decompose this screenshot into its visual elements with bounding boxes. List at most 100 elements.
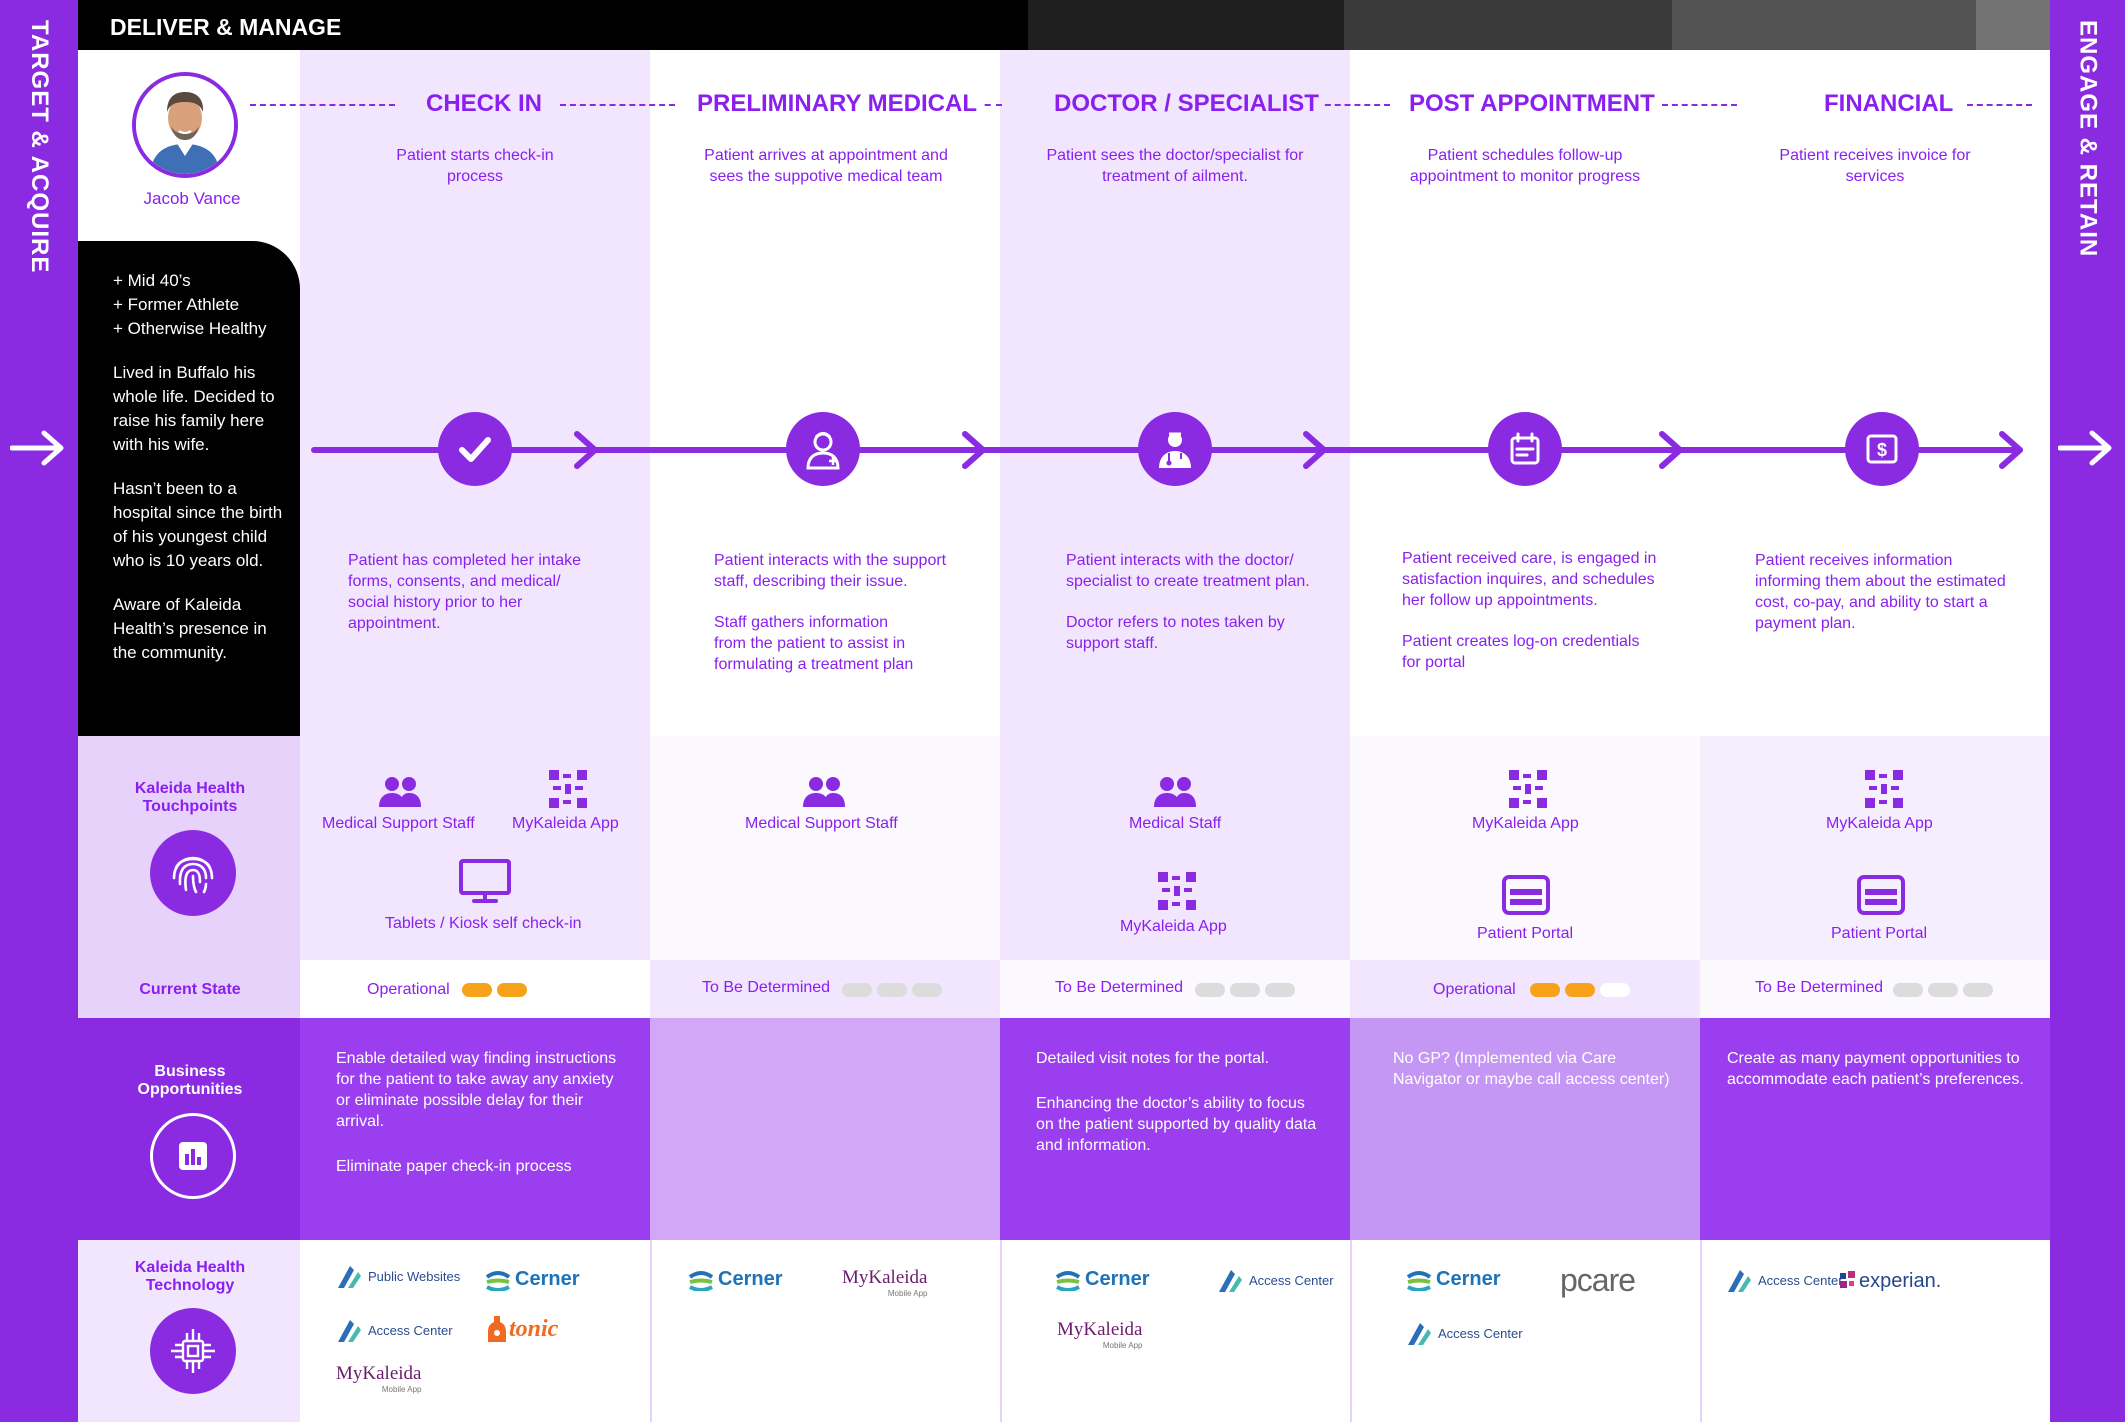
monitor-icon — [459, 859, 511, 903]
opportunities-cell — [1700, 1018, 2050, 1240]
public-websites-logo: Public Websites — [336, 1264, 460, 1290]
persona-details: + Mid 40’s + Former Athlete + Otherwise … — [113, 269, 293, 665]
touchpoints-cell — [650, 736, 1000, 960]
cerner-logo: Cerner — [688, 1268, 782, 1291]
column-divider — [1000, 1240, 1002, 1422]
experian-logo: experian. — [1840, 1270, 1941, 1293]
status-label: To Be Determined — [702, 979, 831, 996]
stage-description: Patient schedules follow-up appointment … — [1409, 147, 1641, 185]
opportunity-notes: Create as many payment opportunities to … — [1727, 1048, 2037, 1114]
logo-text: MyKaleida — [842, 1267, 928, 1288]
opportunities-cell — [1000, 1018, 1350, 1240]
persona-bio: Aware of Kaleida Health’s presence in th… — [113, 595, 267, 662]
browser-window-icon — [1857, 875, 1905, 915]
touchpoint-label: Patient Portal — [1477, 925, 1574, 942]
touchpoints-cell — [1350, 736, 1700, 960]
stage-title: PRELIMINARY MEDICAL — [693, 90, 982, 118]
status-pill — [912, 983, 942, 997]
status-pill — [532, 983, 562, 997]
touchpoint-label: Medical Support Staff — [322, 815, 475, 832]
fingerprint-icon — [150, 830, 236, 916]
people-icon — [803, 777, 845, 807]
logo-text: MyKaleida — [1057, 1319, 1143, 1340]
logo-text: Access Center — [1438, 1326, 1523, 1341]
dashed-line — [962, 104, 1002, 106]
persona-trait: + Otherwise Healthy — [113, 319, 267, 338]
logo-text: Access Center — [1249, 1273, 1334, 1288]
opportunity: No GP? (Implemented via Care Navigator o… — [1393, 1050, 1670, 1088]
right-side-title: ENGAGE & RETAIN — [2074, 20, 2102, 258]
doctor-icon — [1138, 412, 1212, 486]
note: Doctor refers to notes taken by support … — [1066, 614, 1285, 652]
stage-notes: Patient receives information informing t… — [1755, 550, 2015, 654]
note: Patient receives information informing t… — [1755, 552, 2006, 632]
opportunity-notes: Enable detailed way finding instructions… — [336, 1048, 626, 1201]
technology-row — [300, 1240, 2050, 1422]
qr-code-icon — [549, 770, 587, 808]
status-pill — [1230, 983, 1260, 997]
opportunity: Eliminate paper check-in process — [336, 1158, 572, 1175]
touchpoint-label: MyKaleida App — [1826, 815, 1933, 832]
status-pill — [877, 983, 907, 997]
status-label: To Be Determined — [1755, 979, 1884, 996]
status-label: To Be Determined — [1055, 979, 1184, 996]
technology-row-label: Kaleida Health Technology — [134, 1259, 246, 1294]
opportunity-notes: Detailed visit notes for the portal. Enh… — [1036, 1048, 1326, 1180]
calendar-icon — [1488, 412, 1562, 486]
access-center-logo: Access Center — [1406, 1321, 1523, 1347]
note: Patient interacts with the doctor/ speci… — [1066, 552, 1310, 590]
right-side-bar: ENGAGE & RETAIN — [2050, 0, 2125, 1422]
current-state-cell — [1350, 960, 1700, 1018]
status-pill — [1928, 983, 1958, 997]
tonic-logo: tonic — [487, 1314, 558, 1344]
avatar — [132, 72, 238, 178]
stage-notes: Patient has completed her intake forms, … — [348, 550, 598, 654]
stage-notes: Patient received care, is engaged in sat… — [1402, 548, 1666, 693]
logo-text: Cerner — [1436, 1268, 1501, 1290]
touchpoint-label: Patient Portal — [1831, 925, 1928, 942]
check-icon — [438, 412, 512, 486]
touchpoints-cell — [1000, 736, 1350, 960]
qr-code-icon — [1509, 770, 1547, 808]
qr-code-icon — [1158, 872, 1196, 910]
status-pill — [1265, 983, 1295, 997]
column-divider — [1700, 1240, 1702, 1422]
header-title: DELIVER & MANAGE — [110, 14, 342, 40]
stage-column-bg — [1000, 50, 1350, 736]
persona-card — [78, 241, 300, 736]
note: Patient creates log-on credentials for p… — [1402, 633, 1640, 671]
dashed-line — [250, 104, 395, 106]
dashed-line — [560, 104, 675, 106]
invoice-icon: $ — [1845, 412, 1919, 486]
browser-window-icon — [1502, 875, 1550, 915]
left-side-title: TARGET & ACQUIRE — [26, 20, 53, 274]
column-divider — [650, 1240, 652, 1422]
stage-title: CHECK IN — [422, 90, 547, 118]
touchpoints-cell — [300, 736, 650, 960]
touchpoint-label: Medical Support Staff — [745, 815, 898, 832]
stage-description: Patient arrives at appointment and sees … — [704, 147, 948, 185]
logo-text: tonic — [509, 1315, 559, 1342]
opportunity: Enable detailed way finding instructions… — [336, 1050, 617, 1130]
touchpoint-label: MyKaleida App — [512, 815, 619, 832]
people-icon — [1154, 777, 1196, 807]
persona-trait: + Mid 40’s — [113, 271, 191, 290]
status-label: Operational — [1433, 981, 1516, 998]
current-state-row-label: Current State — [139, 981, 241, 998]
status-pill — [462, 983, 492, 997]
pcare-logo: pcare — [1560, 1262, 1636, 1299]
opportunities-cell — [650, 1018, 1000, 1240]
persona-bio: Hasn’t been to a hospital since the birt… — [113, 479, 283, 570]
persona-trait: + Former Athlete — [113, 295, 240, 314]
access-center-logo: Access Center — [1217, 1268, 1334, 1294]
dashed-line — [1662, 104, 1737, 106]
stage-description: Patient starts check-in process — [396, 147, 554, 185]
status-label: Operational — [367, 981, 450, 998]
header-bar-segment — [1672, 0, 1976, 50]
stage-column-bg — [300, 50, 650, 736]
touchpoint-label: MyKaleida App — [1472, 815, 1579, 832]
logo-text: pcare — [1560, 1262, 1636, 1298]
stage-notes: Patient interacts with the doctor/ speci… — [1066, 550, 1326, 674]
